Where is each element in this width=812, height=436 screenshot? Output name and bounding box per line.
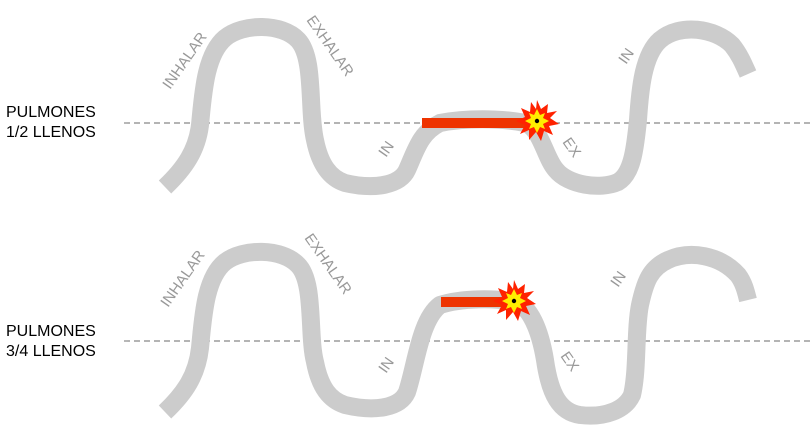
- phase-label-in-2: IN: [607, 268, 630, 290]
- explosion-burst-icon: [516, 100, 559, 141]
- lung-level-label-three-quarters: PULMONES 3/4 LLENOS: [6, 322, 96, 362]
- phase-label-in: IN: [375, 138, 398, 160]
- label-line-2: 1/2 LLENOS: [6, 124, 96, 141]
- label-line-1: PULMONES: [6, 323, 96, 340]
- phase-label-in: IN: [375, 354, 398, 376]
- explosion-burst-icon: [493, 280, 536, 321]
- panel-three-quarters-full: INHALAR EXHALAR IN EX IN: [124, 231, 812, 425]
- phase-label-in-2: IN: [615, 45, 638, 67]
- label-line-1: PULMONES: [6, 104, 96, 121]
- phase-label-ex: EX: [559, 135, 584, 161]
- breath-wave: [158, 242, 757, 425]
- breath-wave: [158, 18, 757, 196]
- panel-half-full: INHALAR EXHALAR IN EX IN: [124, 13, 812, 196]
- phase-label-ex: EX: [557, 349, 582, 375]
- lung-level-label-half: PULMONES 1/2 LLENOS: [6, 103, 96, 143]
- label-line-2: 3/4 LLENOS: [6, 343, 96, 360]
